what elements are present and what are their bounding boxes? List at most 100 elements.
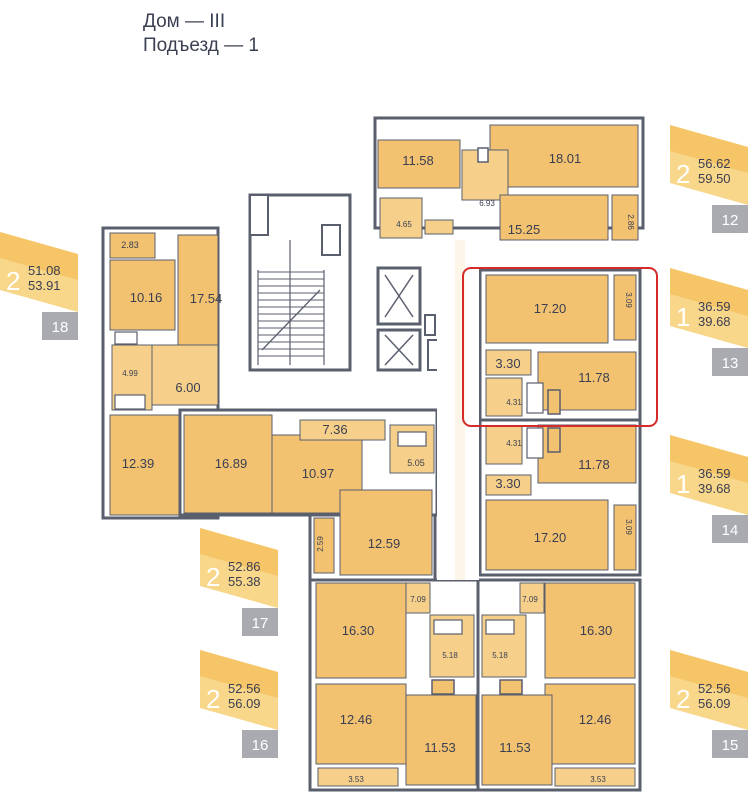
total-area: 56.09 [698, 696, 731, 711]
room-label: 3.53 [590, 775, 606, 784]
total-area: 59.50 [698, 171, 731, 186]
room-label: 3.09 [624, 292, 633, 308]
apartment-number-tag [42, 312, 78, 340]
apartment-number: 14 [722, 522, 739, 539]
apartment-number-tag [242, 730, 278, 758]
room-label: 4.31 [506, 439, 522, 448]
apartment-number: 15 [722, 737, 739, 754]
room-count: 2 [206, 684, 220, 714]
apartment-number-tag [242, 608, 278, 636]
plan-title: Дом — III Подъезд — 1 [143, 10, 259, 58]
room-label: 3.53 [348, 775, 364, 784]
living-area: 52.56 [698, 681, 731, 696]
room-label: 18.01 [549, 151, 582, 166]
room-label: 11.78 [578, 457, 610, 472]
room-label: 16.30 [342, 623, 375, 638]
room-label: 11.58 [402, 153, 434, 168]
room-label: 12.46 [340, 712, 373, 727]
badge-shade [670, 125, 748, 173]
room-label: 7.36 [322, 422, 347, 437]
room-label: 3.30 [495, 356, 520, 371]
apartment-number-tag [712, 348, 748, 376]
room-label: 5.18 [442, 651, 458, 660]
room-label: 5.18 [492, 651, 508, 660]
room-label: 2.83 [121, 240, 139, 250]
living-area: 36.59 [698, 299, 731, 314]
room-label: 7.09 [522, 595, 538, 604]
room-count: 2 [676, 159, 690, 189]
corridor-tint [455, 240, 465, 580]
room-label: 16.30 [580, 623, 613, 638]
room-label: 11.53 [424, 740, 456, 755]
room-label: 4.99 [122, 369, 138, 378]
house-label: Дом — III [143, 11, 226, 32]
living-area: 52.86 [228, 559, 261, 574]
room-label: 17.20 [534, 301, 567, 316]
stairwell [248, 193, 352, 372]
apartment-number: 17 [252, 615, 269, 632]
room-label: 3.30 [495, 476, 520, 491]
room-label: 3.09 [624, 519, 633, 535]
room-count: 1 [676, 469, 690, 499]
room-label: 11.53 [499, 740, 531, 755]
apartment-12-plan[interactable] [373, 116, 645, 241]
room-count: 2 [676, 684, 690, 714]
living-area: 52.56 [228, 681, 261, 696]
badge-shade [0, 232, 78, 280]
room-label: 6.93 [479, 199, 495, 208]
apartment-number-tag [712, 730, 748, 758]
corridor [437, 240, 479, 580]
room-label: 4.31 [506, 398, 522, 407]
total-area: 55.38 [228, 574, 261, 589]
apartment-13-plan[interactable] [478, 268, 642, 422]
apartment-18-plan[interactable] [101, 226, 220, 520]
badge-shade [670, 268, 748, 316]
room-label: 16.89 [215, 456, 248, 471]
room-label: 17.20 [534, 530, 567, 545]
room-label: 17.54 [190, 291, 223, 306]
room-label: 5.05 [407, 458, 425, 468]
apartment-number: 12 [722, 212, 739, 229]
room-count: 1 [676, 302, 690, 332]
room-label: 6.00 [175, 380, 200, 395]
apartment-17-plan[interactable] [178, 408, 439, 582]
apartment-14-plan[interactable] [478, 418, 642, 577]
apartment-number-tag [712, 515, 748, 543]
room-count: 2 [206, 562, 220, 592]
apartment-15-plan[interactable] [476, 578, 642, 792]
room-label: 10.97 [302, 466, 335, 481]
room-label: 2.86 [626, 214, 635, 230]
total-area: 53.91 [28, 278, 61, 293]
room-label: 4.65 [396, 220, 412, 229]
elevator-shafts [376, 266, 439, 372]
room-label: 12.59 [368, 536, 401, 551]
badge-shade [200, 528, 278, 576]
living-area: 51.08 [28, 263, 61, 278]
room-label: 15.25 [508, 222, 541, 237]
apartment-number: 18 [52, 319, 69, 336]
badge-shade [670, 650, 748, 698]
room-count: 2 [6, 266, 20, 296]
total-area: 56.09 [228, 696, 261, 711]
room-label: 12.39 [122, 456, 155, 471]
room-label: 2.59 [316, 536, 325, 552]
room-label: 10.16 [130, 290, 163, 305]
living-area: 36.59 [698, 466, 731, 481]
apartment-16-plan[interactable] [308, 578, 480, 792]
total-area: 39.68 [698, 481, 731, 496]
room-label: 12.46 [579, 712, 612, 727]
room-labels: 11.58 18.01 6.93 4.65 15.25 2.86 2.83 10… [121, 151, 635, 784]
badge-shade [670, 435, 748, 483]
apartment-number: 13 [722, 355, 739, 372]
living-area: 56.62 [698, 156, 731, 171]
room-label: 11.78 [578, 370, 610, 385]
room-label: 7.09 [410, 595, 426, 604]
